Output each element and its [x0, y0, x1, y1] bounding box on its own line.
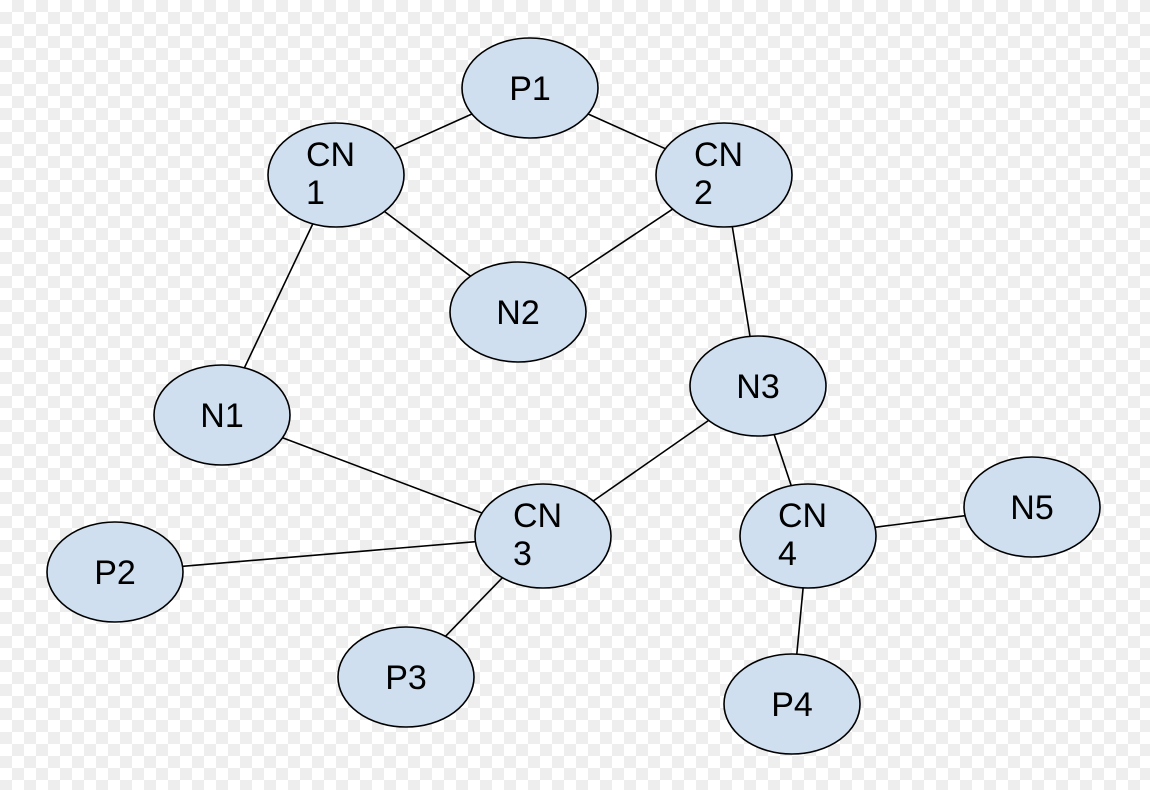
- node-p3: P3: [337, 626, 475, 728]
- node-cn2: CN2: [655, 122, 793, 228]
- node-n1: N1: [153, 364, 291, 466]
- node-label: P2: [94, 554, 136, 592]
- edge-cn4-p4: [796, 587, 804, 655]
- node-n2: N2: [449, 261, 587, 363]
- edges-layer: [182, 113, 966, 655]
- node-cn4: CN4: [739, 483, 877, 589]
- node-label: P1: [509, 70, 551, 108]
- node-label: N5: [1010, 489, 1053, 527]
- node-ellipse: [689, 335, 827, 437]
- node-p2: P2: [46, 521, 184, 623]
- node-p1: P1: [461, 37, 599, 139]
- node-ellipse: [449, 261, 587, 363]
- node-ellipse: [337, 626, 475, 728]
- node-ellipse: [461, 37, 599, 139]
- node-label: N2: [496, 294, 539, 332]
- edge-cn2-n2: [567, 208, 674, 280]
- node-label: N1: [200, 397, 243, 435]
- node-label-line-1: CN: [778, 497, 827, 535]
- node-label-line-2: 1: [306, 174, 325, 212]
- node-cn3: CN3: [474, 483, 612, 589]
- node-p4: P4: [723, 653, 861, 755]
- node-ellipse: [655, 122, 793, 228]
- node-label-line-1: CN: [306, 136, 355, 174]
- node-label-line-1: CN: [513, 497, 562, 535]
- node-label: P3: [385, 659, 427, 697]
- edge-n3-cn3: [592, 419, 710, 502]
- edge-cn1-n1: [243, 223, 314, 369]
- edge-cn2-n3: [731, 226, 751, 337]
- node-ellipse: [153, 364, 291, 466]
- node-n3: N3: [689, 335, 827, 437]
- node-label-line-1: CN: [694, 136, 743, 174]
- node-ellipse: [739, 483, 877, 589]
- node-ellipse: [474, 483, 612, 589]
- edge-p1-cn2: [587, 113, 666, 150]
- node-label-line-2: 4: [778, 535, 797, 573]
- node-label: P4: [771, 686, 813, 724]
- edge-cn3-p3: [444, 577, 503, 637]
- node-label: N3: [736, 368, 779, 406]
- node-cn1: CN1: [267, 122, 405, 228]
- node-ellipse: [723, 653, 861, 755]
- edge-p2-cn3: [182, 540, 476, 568]
- edge-cn1-n2: [384, 210, 471, 277]
- node-ellipse: [963, 456, 1101, 558]
- node-ellipse: [46, 521, 184, 623]
- edge-cn1-p1: [394, 113, 473, 150]
- node-label-line-2: 3: [513, 535, 532, 573]
- edge-n1-cn3: [282, 437, 483, 514]
- node-label-line-2: 2: [694, 174, 713, 212]
- edge-cn4-n5: [874, 514, 966, 529]
- node-n5: N5: [963, 456, 1101, 558]
- node-ellipse: [267, 122, 405, 228]
- edge-n3-cn4: [773, 434, 792, 486]
